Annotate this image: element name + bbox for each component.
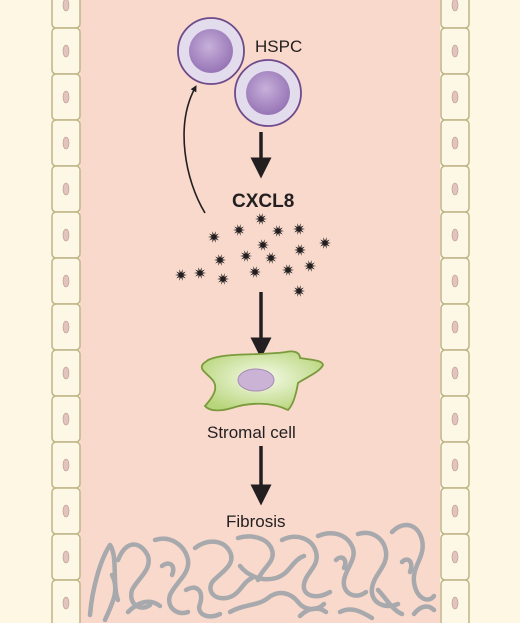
- left-endothelial-nucleus: [62, 228, 70, 242]
- left-endothelial-nucleus: [62, 504, 70, 518]
- feedback-arrow: [183, 85, 206, 214]
- hspc-cell-upper: [177, 17, 245, 85]
- left-endothelial-nucleus: [62, 412, 70, 426]
- left-endothelial-cell: [51, 303, 81, 351]
- right-endothelial-cell: [440, 487, 470, 535]
- right-endothelial-nucleus: [451, 320, 459, 334]
- right-endothelial-cell: [440, 533, 470, 581]
- right-endothelial-nucleus: [451, 90, 459, 104]
- cxcl8-particle: [175, 269, 187, 281]
- left-endothelial-nucleus: [62, 458, 70, 472]
- left-endothelial-nucleus: [62, 136, 70, 150]
- cxcl8-particle: [233, 224, 245, 236]
- left-endothelial-cell: [51, 579, 81, 623]
- cxcl8-particle: [282, 264, 294, 276]
- right-endothelial-nucleus: [451, 412, 459, 426]
- left-endothelial-nucleus: [62, 366, 70, 380]
- right-endothelial-nucleus: [451, 228, 459, 242]
- right-endothelial-cell: [440, 579, 470, 623]
- cxcl8-particles: [175, 213, 331, 297]
- right-endothelial-nucleus: [451, 274, 459, 288]
- right-endothelial-nucleus: [451, 0, 459, 12]
- left-endothelial-nucleus: [62, 90, 70, 104]
- right-endothelial-nucleus: [451, 44, 459, 58]
- cxcl8-particle: [255, 213, 267, 225]
- right-endothelial-nucleus: [451, 550, 459, 564]
- right-endothelial-cell: [440, 27, 470, 75]
- left-endothelial-nucleus: [62, 596, 70, 610]
- left-endothelial-cell: [51, 165, 81, 213]
- left-endothelial-nucleus: [62, 274, 70, 288]
- right-endothelial-cell: [440, 119, 470, 167]
- fibrosis-fibers: [87, 522, 437, 623]
- stromal-cell-nucleus: [237, 368, 275, 392]
- cxcl8-particle: [249, 266, 261, 278]
- cxcl8-particle: [265, 252, 277, 264]
- cxcl8-particle: [208, 231, 220, 243]
- right-endothelial-nucleus: [451, 458, 459, 472]
- left-endothelial-cell: [51, 395, 81, 443]
- cxcl8-particle: [240, 250, 252, 262]
- hspc-label: HSPC: [255, 37, 302, 56]
- left-endothelial-cell: [51, 487, 81, 535]
- right-endothelial-nucleus: [451, 504, 459, 518]
- cxcl8-particle: [257, 239, 269, 251]
- stromal-cell: [200, 350, 324, 412]
- cxcl8-particle: [217, 273, 229, 285]
- right-endothelial-cell: [440, 0, 470, 29]
- left-endothelial-nucleus: [62, 550, 70, 564]
- left-endothelial-cell: [51, 257, 81, 305]
- left-endothelial-cell: [51, 441, 81, 489]
- cxcl8-particle: [194, 267, 206, 279]
- right-vessel-wall: [440, 0, 470, 623]
- left-endothelial-nucleus: [62, 44, 70, 58]
- left-endothelial-nucleus: [62, 320, 70, 334]
- right-endothelial-nucleus: [451, 182, 459, 196]
- cxcl8-label: CXCL8: [232, 191, 294, 212]
- cxcl8-particle: [214, 254, 226, 266]
- left-endothelial-cell: [51, 119, 81, 167]
- right-endothelial-nucleus: [451, 366, 459, 380]
- cxcl8-particle: [293, 285, 305, 297]
- cxcl8-particle: [304, 260, 316, 272]
- stromal-cell-label: Stromal cell: [207, 423, 296, 442]
- right-endothelial-cell: [440, 303, 470, 351]
- left-endothelial-cell: [51, 73, 81, 121]
- left-endothelial-cell: [51, 533, 81, 581]
- cxcl8-particle: [293, 223, 305, 235]
- cxcl8-particle: [272, 225, 284, 237]
- fibrosis-label: Fibrosis: [226, 512, 286, 531]
- right-endothelial-cell: [440, 441, 470, 489]
- left-endothelial-nucleus: [62, 0, 70, 12]
- left-endothelial-cell: [51, 349, 81, 397]
- left-endothelial-cell: [51, 27, 81, 75]
- hspc-cell-lower: [234, 59, 302, 127]
- left-endothelial-cell: [51, 0, 81, 29]
- right-endothelial-cell: [440, 349, 470, 397]
- left-endothelial-cell: [51, 211, 81, 259]
- left-endothelial-nucleus: [62, 182, 70, 196]
- right-endothelial-cell: [440, 257, 470, 305]
- left-vessel-wall: [51, 0, 81, 623]
- cxcl8-particle: [319, 237, 331, 249]
- right-endothelial-cell: [440, 211, 470, 259]
- cxcl8-particle: [294, 244, 306, 256]
- right-endothelial-cell: [440, 165, 470, 213]
- right-endothelial-cell: [440, 73, 470, 121]
- right-endothelial-nucleus: [451, 136, 459, 150]
- right-endothelial-nucleus: [451, 596, 459, 610]
- right-endothelial-cell: [440, 395, 470, 443]
